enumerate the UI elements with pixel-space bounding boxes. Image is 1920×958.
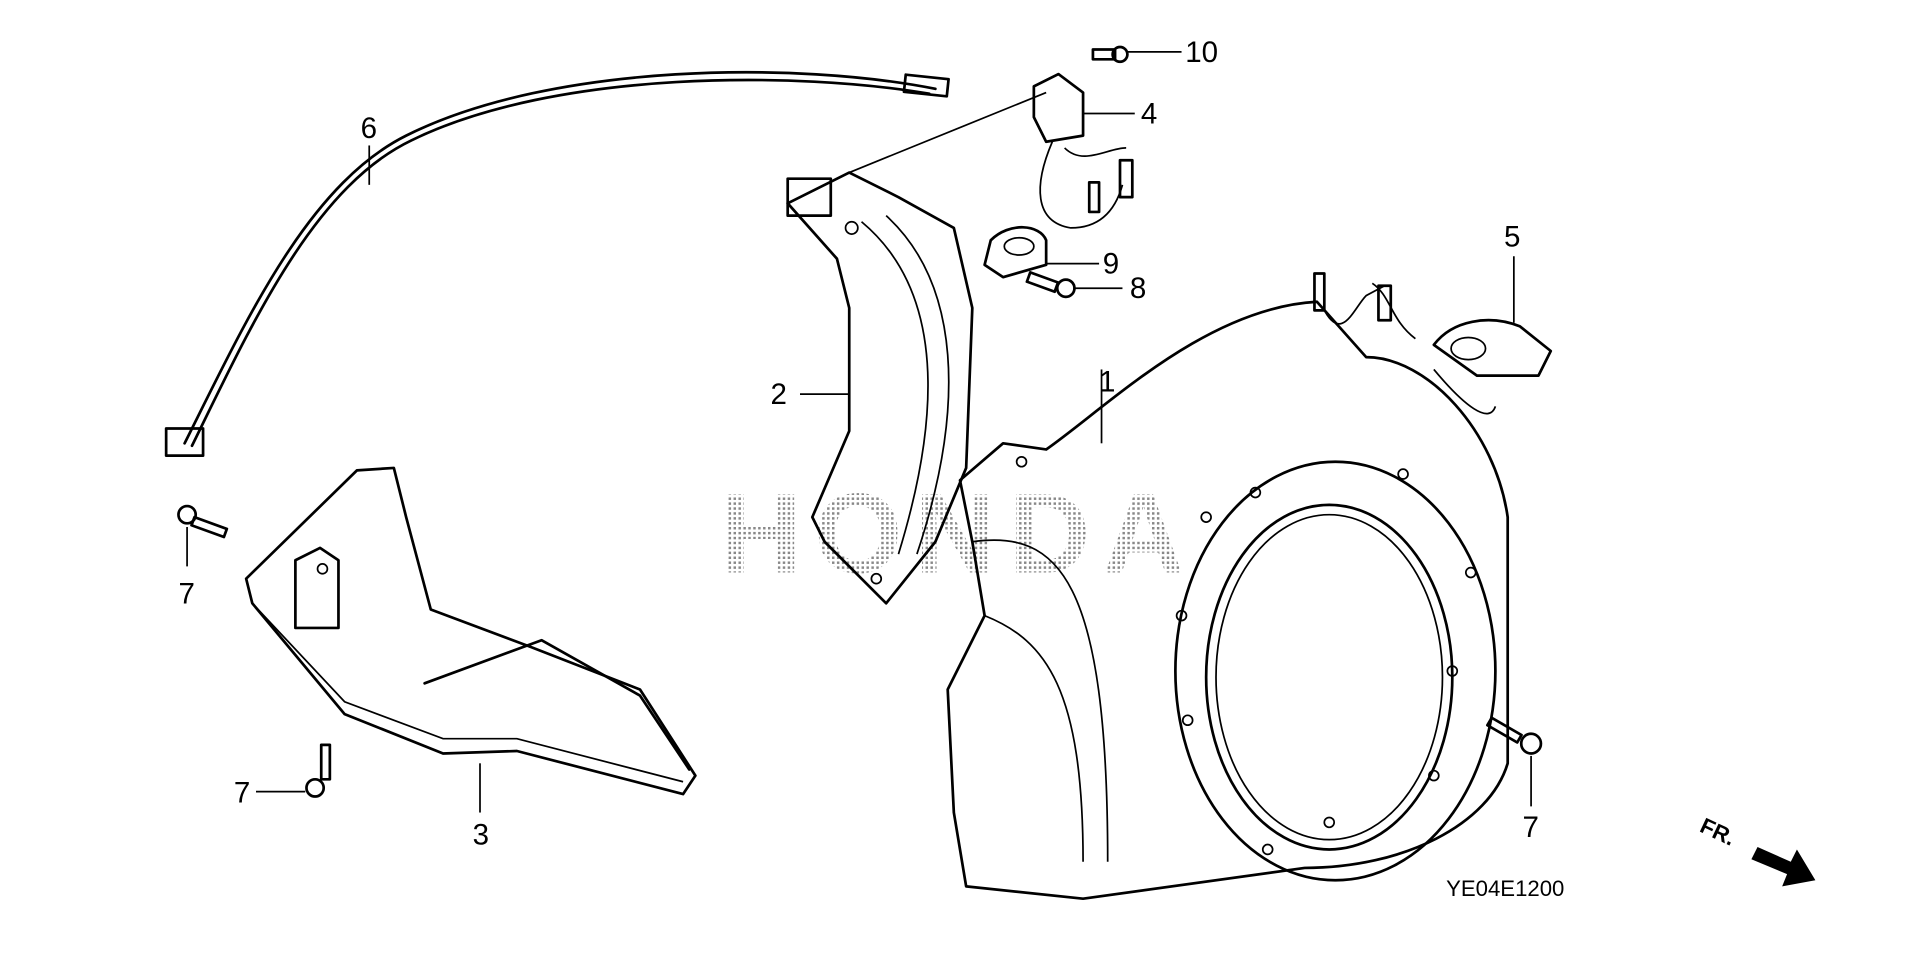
diagram-code: YE04E1200 xyxy=(1446,876,1564,901)
callout-5: 5 xyxy=(1504,220,1520,253)
callout-1: 1 xyxy=(1099,366,1115,399)
leader-lines xyxy=(186,51,1532,813)
part-7-bolt-bottom[interactable] xyxy=(305,743,332,798)
part-4-switch[interactable] xyxy=(1032,72,1134,229)
callout-7-bottom: 7 xyxy=(234,777,250,810)
part-1-fan-cover[interactable] xyxy=(946,300,1510,901)
callout-7-left: 7 xyxy=(178,577,194,610)
part-7-bolt-left[interactable] xyxy=(177,504,229,539)
part-9-clip[interactable] xyxy=(983,226,1048,279)
callout-3: 3 xyxy=(473,819,489,852)
callout-7-right: 7 xyxy=(1522,811,1538,844)
honda-watermark: HONDA xyxy=(720,470,1197,597)
fan-cover-holes xyxy=(1015,455,1477,856)
arrow-right-icon xyxy=(1751,847,1816,887)
front-direction-indicator: FR. xyxy=(1696,813,1816,887)
part-7-bolt-right[interactable] xyxy=(1486,716,1543,755)
part-2-guide[interactable] xyxy=(786,91,1047,605)
part-3-cover[interactable] xyxy=(244,466,697,796)
part-10-bolt[interactable] xyxy=(1091,45,1129,64)
callout-8: 8 xyxy=(1130,272,1146,305)
part-8-bolt[interactable] xyxy=(1025,271,1076,299)
callout-2: 2 xyxy=(770,378,786,411)
callout-6: 6 xyxy=(361,112,377,145)
part-6-cable[interactable] xyxy=(164,70,950,457)
part-5-sensor[interactable] xyxy=(1313,272,1553,415)
callout-10: 10 xyxy=(1185,36,1218,69)
front-label: FR. xyxy=(1696,813,1739,851)
callout-9: 9 xyxy=(1103,247,1119,280)
callout-4: 4 xyxy=(1141,97,1157,130)
